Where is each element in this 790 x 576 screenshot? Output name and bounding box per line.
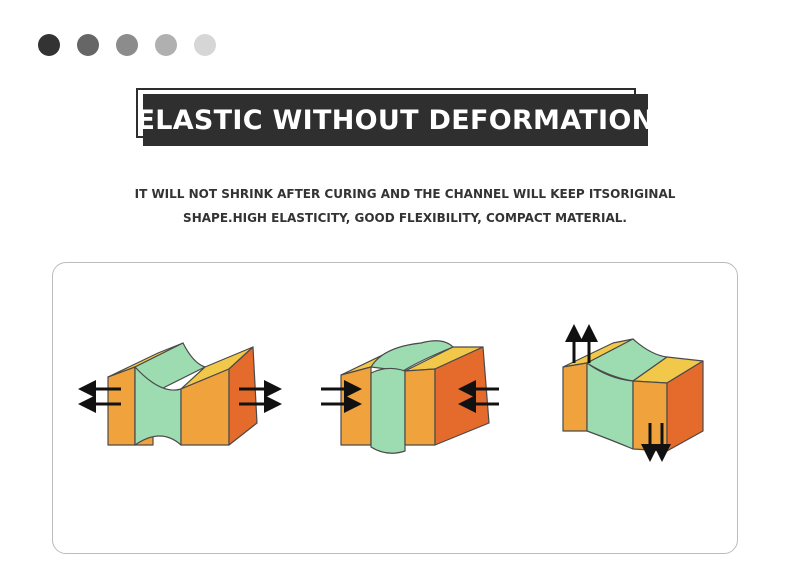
compress-block-illustration xyxy=(340,340,490,454)
illustration-panel xyxy=(52,262,738,554)
outward-horizontal-arrows-icon xyxy=(78,380,282,413)
vertical-shear-arrows-icon xyxy=(565,324,671,462)
dot-5 xyxy=(194,34,216,56)
dot-3 xyxy=(116,34,138,56)
dot-1 xyxy=(38,34,60,56)
dot-4 xyxy=(155,34,177,56)
title-banner: ELASTIC WITHOUT DEFORMATION xyxy=(136,88,654,146)
page-title: ELASTIC WITHOUT DEFORMATION xyxy=(136,94,654,146)
shear-block-illustration xyxy=(562,338,704,452)
description-line-1: IT WILL NOT SHRINK AFTER CURING AND THE … xyxy=(134,187,676,201)
carousel-dots xyxy=(38,34,216,56)
elasticity-diagram xyxy=(78,324,704,462)
inward-horizontal-arrows-icon xyxy=(321,380,499,413)
description: IT WILL NOT SHRINK AFTER CURING AND THE … xyxy=(100,182,710,230)
dot-2 xyxy=(77,34,99,56)
stretch-block-illustration xyxy=(107,342,258,446)
description-line-2: SHAPE.HIGH ELASTICITY, GOOD FLEXIBILITY,… xyxy=(183,211,627,225)
